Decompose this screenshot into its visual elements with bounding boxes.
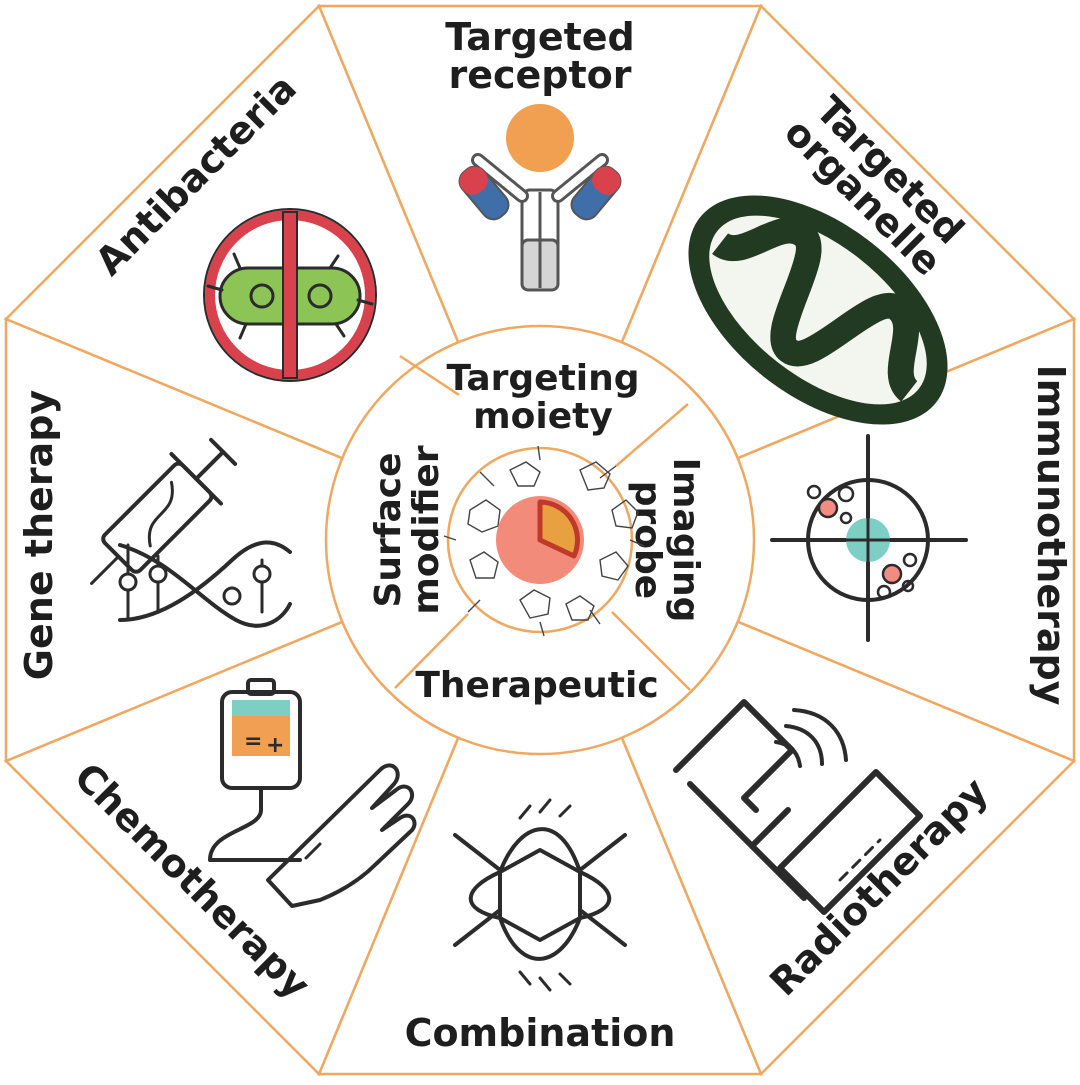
label-immunotherapy: Immunotherapy [1029, 365, 1073, 706]
joined-hands-icon [453, 798, 627, 992]
svg-text:=: = [244, 729, 262, 754]
inner-label-surface-line1: Surface [368, 452, 409, 607]
syringe-dna-icon [90, 437, 292, 628]
inner-label-imaging-line2: probe [627, 481, 668, 599]
inner-ring-dividers [394, 354, 691, 691]
label-gene-therapy: Gene therapy [17, 390, 61, 681]
immune-target-icon [770, 434, 968, 642]
no-bacteria-icon [203, 208, 377, 382]
radiotherapy-machine-icon [673, 699, 923, 915]
iv-drip-hand-icon: = + [208, 678, 417, 908]
label-targeted-receptor-line2: receptor [448, 53, 631, 97]
inner-label-therapeutic: Therapeutic [415, 665, 658, 706]
nanoparticle-core-icon [443, 445, 645, 637]
label-combination: Combination [405, 1011, 676, 1055]
antibody-receptor-icon [458, 104, 622, 292]
inner-label-targeting-line1: Targeting [446, 358, 639, 399]
inner-label-imaging-line1: Imaging [665, 458, 706, 623]
inner-label-targeting-line2: moiety [473, 396, 613, 437]
inner-label-modifier-line2: modifier [406, 445, 447, 614]
mitochondria-icon [688, 195, 948, 425]
svg-text:+: + [266, 733, 284, 758]
label-targeted-receptor-line1: Targeted [445, 15, 635, 59]
